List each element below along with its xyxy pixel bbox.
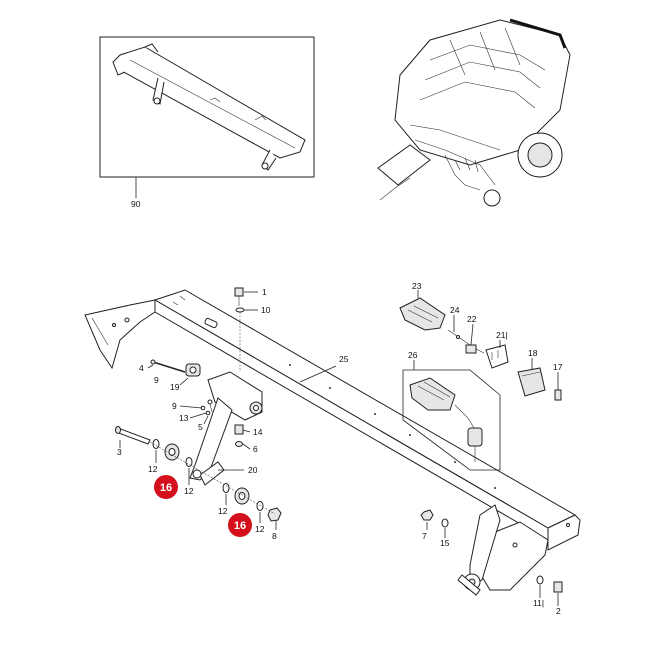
callout-3: 3 <box>117 447 122 457</box>
nut-part-8 <box>267 507 282 522</box>
inset-frame-assembly <box>99 36 315 178</box>
callout-24: 24 <box>450 305 460 315</box>
module-part-18 <box>517 367 546 397</box>
callout-7: 7 <box>422 531 427 541</box>
callout-2: 2 <box>556 606 561 616</box>
callout-8: 8 <box>272 531 277 541</box>
sensor-part-22 <box>465 344 485 354</box>
callout-12-d: 12 <box>255 524 265 534</box>
callout-14: 14 <box>253 427 263 437</box>
callout-90: 90 <box>131 199 141 209</box>
washer-part-12c <box>222 483 230 493</box>
callout-12-c: 12 <box>218 506 228 516</box>
baler-machine-illustration <box>377 18 571 207</box>
bolt-part-14 <box>234 424 244 435</box>
callout-9-upper: 9 <box>154 375 159 385</box>
washer-part-11 <box>536 575 544 585</box>
bolt-part-4 <box>150 359 186 373</box>
callout-13: 13 <box>179 413 189 423</box>
bolt-part-2 <box>553 581 563 593</box>
callout-18: 18 <box>528 348 538 358</box>
bolt-part-1 <box>234 287 244 306</box>
callout-23: 23 <box>412 281 422 291</box>
callout-26: 26 <box>408 350 418 360</box>
washer-part-15 <box>441 518 449 528</box>
callout-20: 20 <box>248 465 258 475</box>
leader-lines <box>119 290 559 606</box>
callout-1: 1 <box>262 287 267 297</box>
highlight-label-16-lower: 16 <box>234 520 246 532</box>
sensor-bracket-part-23 <box>399 297 446 331</box>
nut-part-7 <box>420 509 434 521</box>
pin-part-3 <box>115 426 151 445</box>
screw-part-17 <box>554 389 562 401</box>
connector-part-24 <box>447 329 471 346</box>
callout-22: 22 <box>467 314 477 324</box>
leader-pin-axis <box>149 441 276 515</box>
main-frame-beam <box>84 289 581 596</box>
highlight-callout-16-lower[interactable]: 16 <box>228 513 252 537</box>
callout-6: 6 <box>253 444 258 454</box>
bushing-upper <box>164 443 180 461</box>
callout-21: 21| <box>496 330 508 340</box>
callout-4: 4 <box>139 363 144 373</box>
washer-part-10 <box>235 307 245 313</box>
washer-part-12b <box>185 457 193 467</box>
washer-part-12d <box>256 501 264 511</box>
bolt-part-9 <box>200 399 213 416</box>
clamp-part-19 <box>185 363 201 377</box>
bracket-part-21 <box>485 344 509 369</box>
callout-10: 10 <box>261 305 271 315</box>
harness-subassembly-box <box>402 369 501 471</box>
bushing-lower <box>234 487 250 505</box>
callout-12-a: 12 <box>148 464 158 474</box>
callout-19: 19 <box>170 382 180 392</box>
highlight-callout-16-upper[interactable]: 16 <box>154 475 178 499</box>
callout-5: 5 <box>198 422 203 432</box>
callout-9-lower: 9 <box>172 401 177 411</box>
callout-17: 17 <box>553 362 563 372</box>
callout-11: 11| <box>533 598 544 608</box>
nut-part-6 <box>235 441 243 447</box>
pivot-arm-assembly <box>189 371 263 486</box>
highlight-label-16-upper: 16 <box>160 482 172 494</box>
callout-15: 15 <box>440 538 450 548</box>
callout-12-b: 12 <box>184 486 194 496</box>
callout-25: 25 <box>339 354 349 364</box>
